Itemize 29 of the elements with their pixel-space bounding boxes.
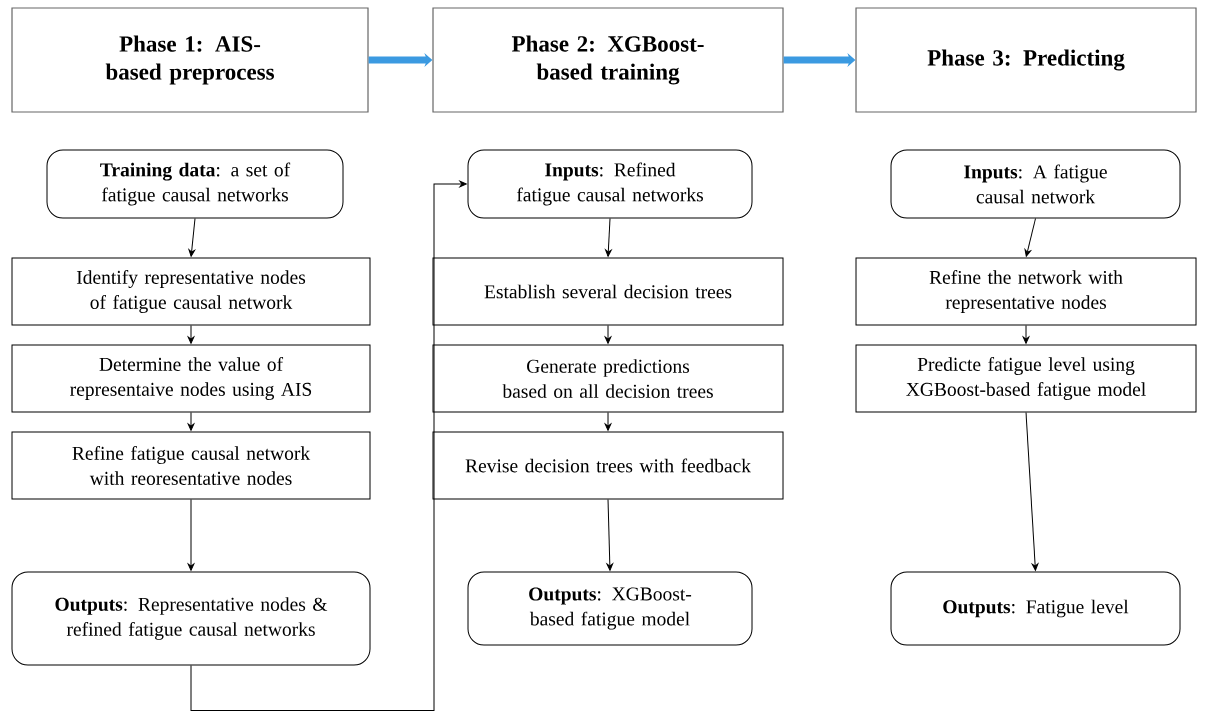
arrow <box>187 412 195 431</box>
process-box: Refine the network with representative nodes <box>855 257 1197 326</box>
process-box: Predicte fatigue level using XGBoost-based fatigue model <box>855 344 1197 413</box>
arrow <box>606 499 614 571</box>
arrow <box>604 325 612 344</box>
arrow <box>187 499 195 571</box>
rounded-box: Inputs: Refined fatigue causal networks <box>467 149 753 219</box>
arrow <box>190 180 467 711</box>
header-box: Phase 2: XGBoost-based training <box>432 7 784 113</box>
process-box: Identify representative nodes of fatigue causal network <box>11 257 371 326</box>
arrow <box>1024 218 1036 257</box>
rounded-box: Outputs: Representative nodes & refined fatigue causal networks <box>11 571 371 666</box>
arrow <box>187 325 195 344</box>
header-box: Phase 1: AIS-based preprocess <box>11 7 369 113</box>
process-box: Refine fatigue causal network with reoresentative nodes <box>11 431 371 500</box>
rounded-box: Outputs: Fatigue level <box>890 571 1181 646</box>
arrow <box>604 412 612 431</box>
process-box: Establish several decision trees <box>432 257 784 326</box>
arrow <box>605 218 612 257</box>
header-box: Phase 3: Predicting <box>855 7 1197 113</box>
process-box: Determine the value of representaive nodes using AIS <box>11 344 371 413</box>
arrow <box>1025 412 1039 571</box>
rounded-box: Outputs: XGBoost-based fatigue model <box>467 571 753 646</box>
arrow <box>1022 325 1030 344</box>
rounded-box: Inputs: A fatigue causal network <box>890 149 1181 219</box>
process-box: Generate predictions based on all decision trees <box>432 344 784 413</box>
process-box: Revise decision trees with feedback <box>432 431 784 500</box>
arrow <box>188 218 196 257</box>
rounded-box: Training data: a set of fatigue causal networks <box>46 149 344 219</box>
